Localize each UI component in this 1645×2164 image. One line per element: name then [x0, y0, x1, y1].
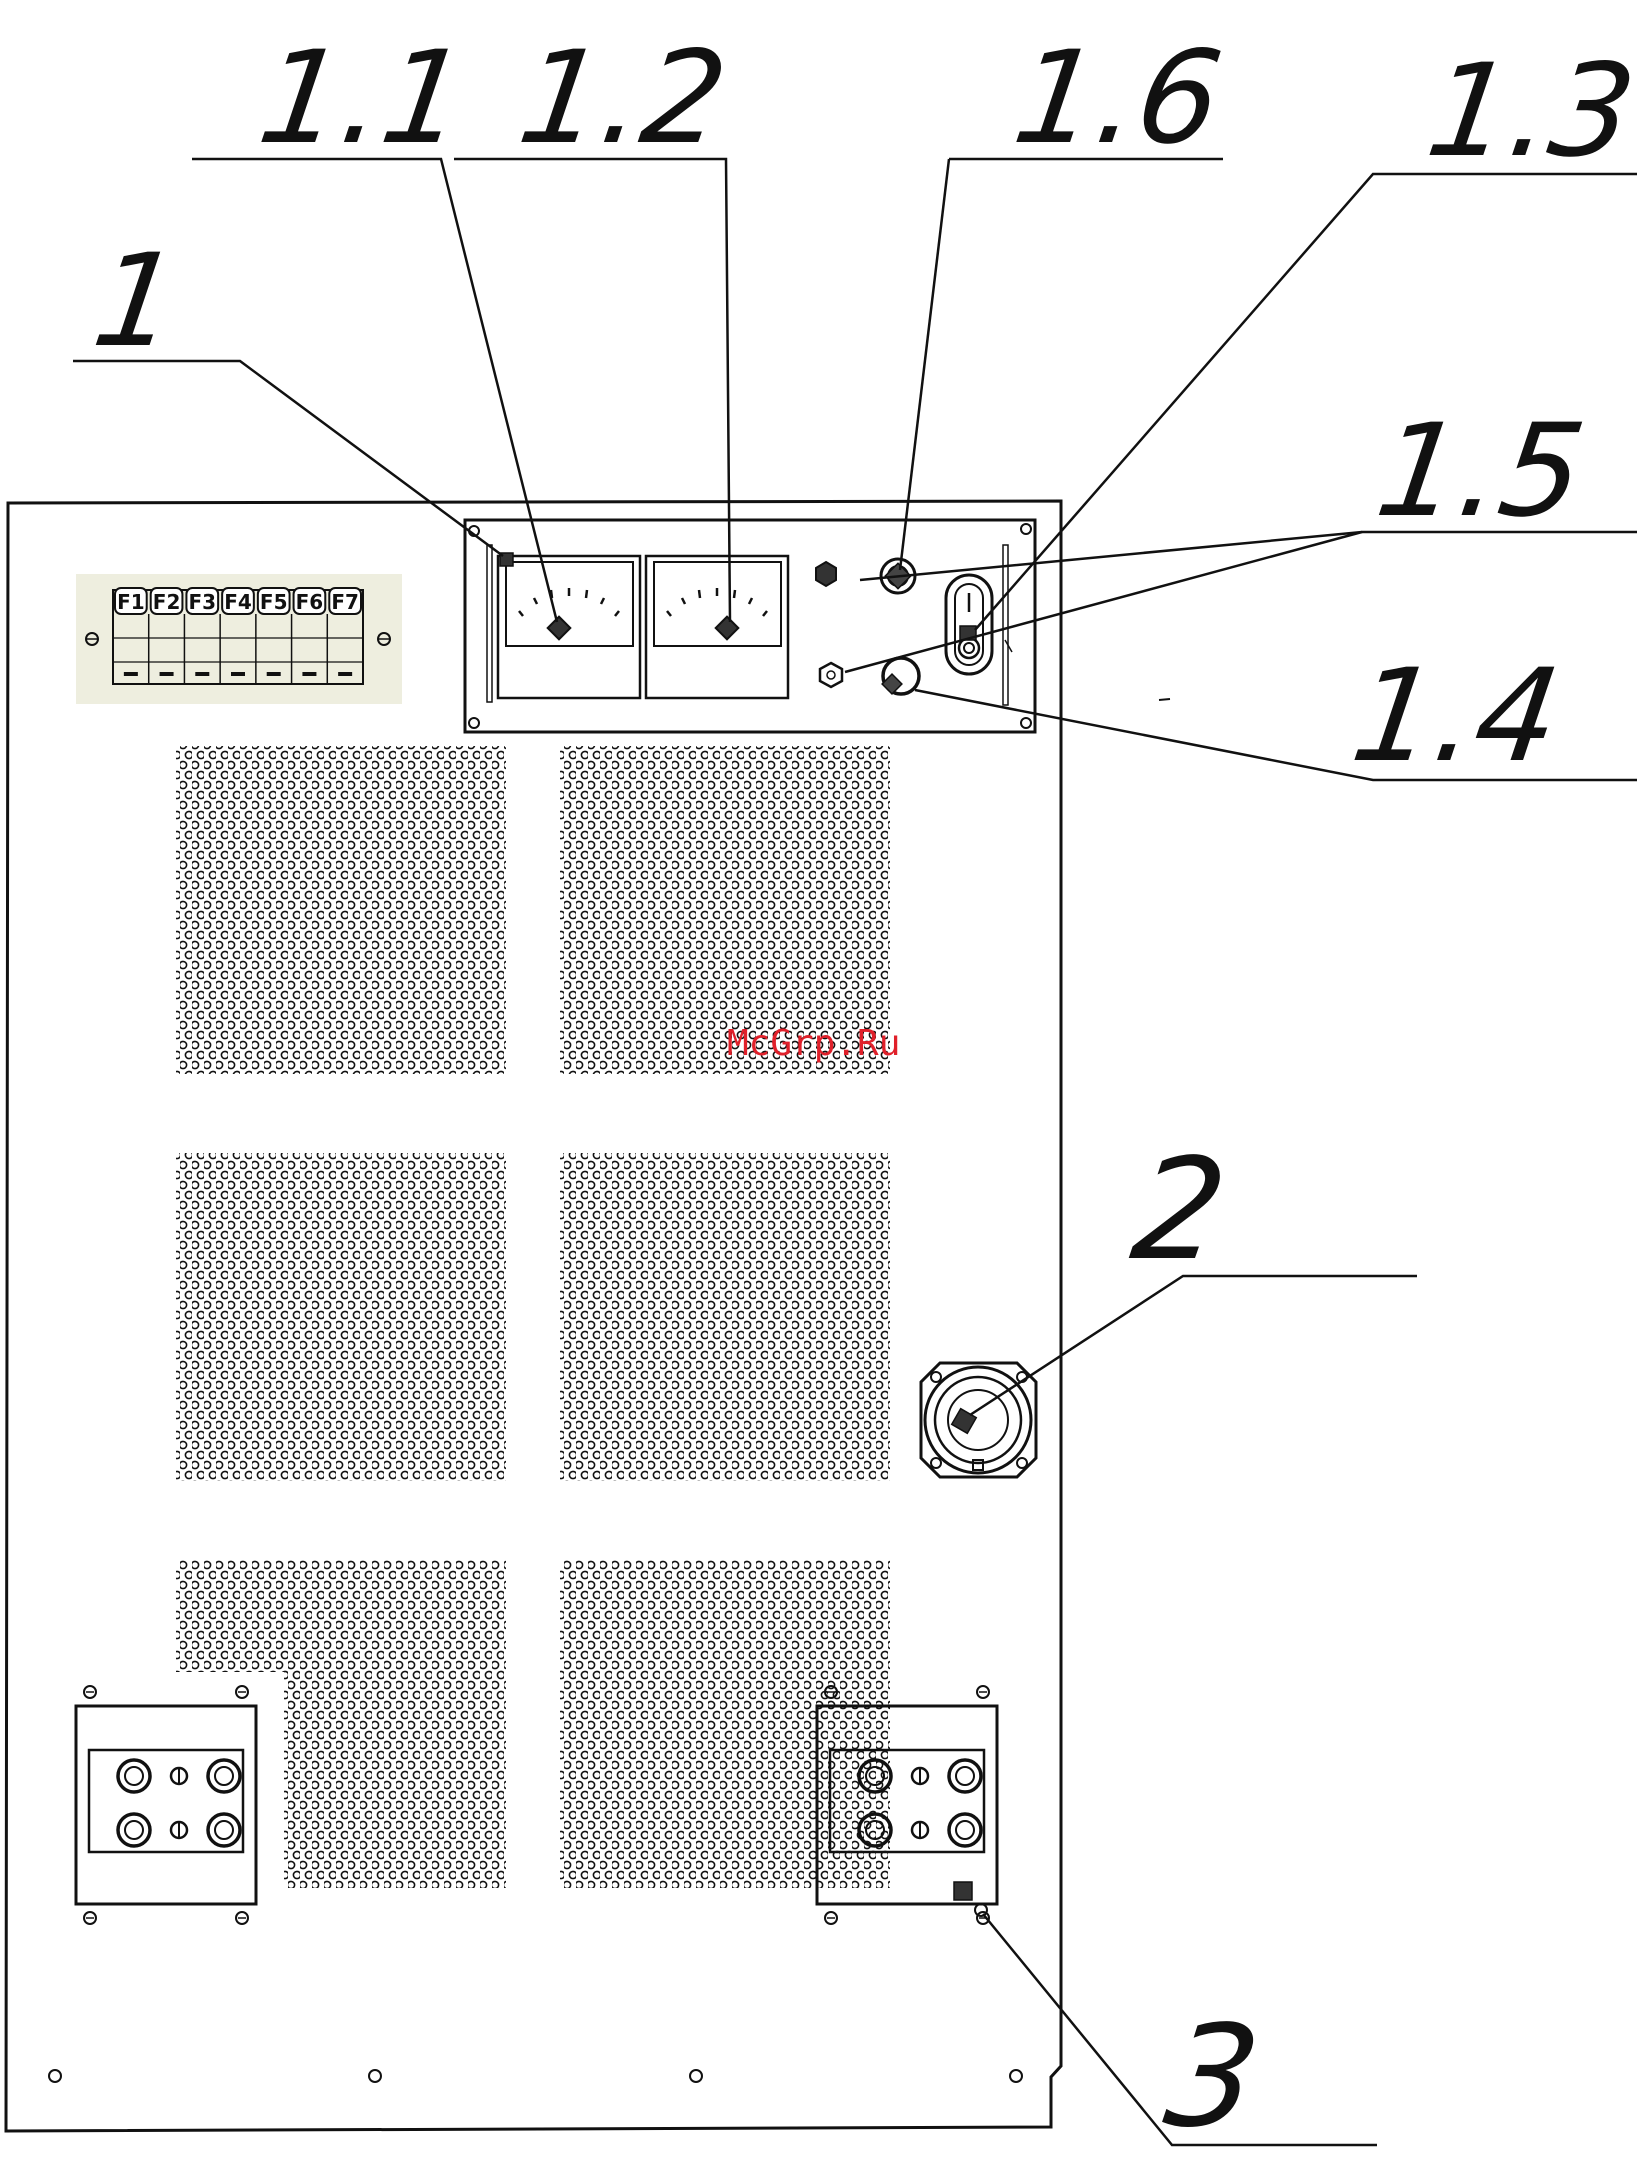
- ventilation-grilles: [176, 746, 890, 1888]
- knob-lower: [882, 658, 919, 694]
- callout-1-5: 1.5: [1368, 398, 1592, 546]
- callout-1-4: 1.4: [1344, 643, 1568, 791]
- grille-middle-left: [176, 1153, 506, 1481]
- cabinet-outline: [6, 501, 1061, 2131]
- callout-3: 3: [1157, 1996, 1269, 2159]
- meter-1-1: [498, 556, 640, 698]
- control-panel: [465, 520, 1170, 732]
- indicator-lamp-upper: [816, 562, 836, 586]
- fuse-label: F5: [260, 590, 288, 614]
- grille-top-left: [176, 746, 506, 1074]
- fuse-label: F2: [153, 590, 181, 614]
- indicator-lamp-lower: [820, 663, 842, 687]
- terminal-block-left: [76, 1686, 256, 1924]
- callout-1-1: 1.1: [251, 25, 475, 173]
- fuse-label: F1: [117, 590, 145, 614]
- callout-1-6: 1.6: [1006, 25, 1230, 173]
- fuse-panel: F1 F2 F3 F4 F5 F6 F7: [76, 574, 402, 704]
- fuse-label: F3: [188, 590, 216, 614]
- grille-bottom-right: [560, 1560, 890, 1888]
- fuse-label: F7: [331, 590, 359, 614]
- fuse-label: F4: [224, 590, 252, 614]
- bottom-mounting-holes: [49, 2070, 1022, 2082]
- callout-1-3: 1.3: [1419, 38, 1643, 186]
- watermark: McGrp.Ru: [727, 1023, 900, 1064]
- ground-marker: [954, 1882, 987, 1916]
- meter-1-2: [646, 556, 788, 698]
- grille-middle-right: [560, 1153, 890, 1481]
- connector-socket: [921, 1363, 1036, 1477]
- callout-1-2: 1.2: [511, 25, 735, 173]
- fuse-label: F6: [296, 590, 324, 614]
- callout-1: 1: [85, 228, 187, 376]
- callout-2: 2: [1123, 1129, 1235, 1292]
